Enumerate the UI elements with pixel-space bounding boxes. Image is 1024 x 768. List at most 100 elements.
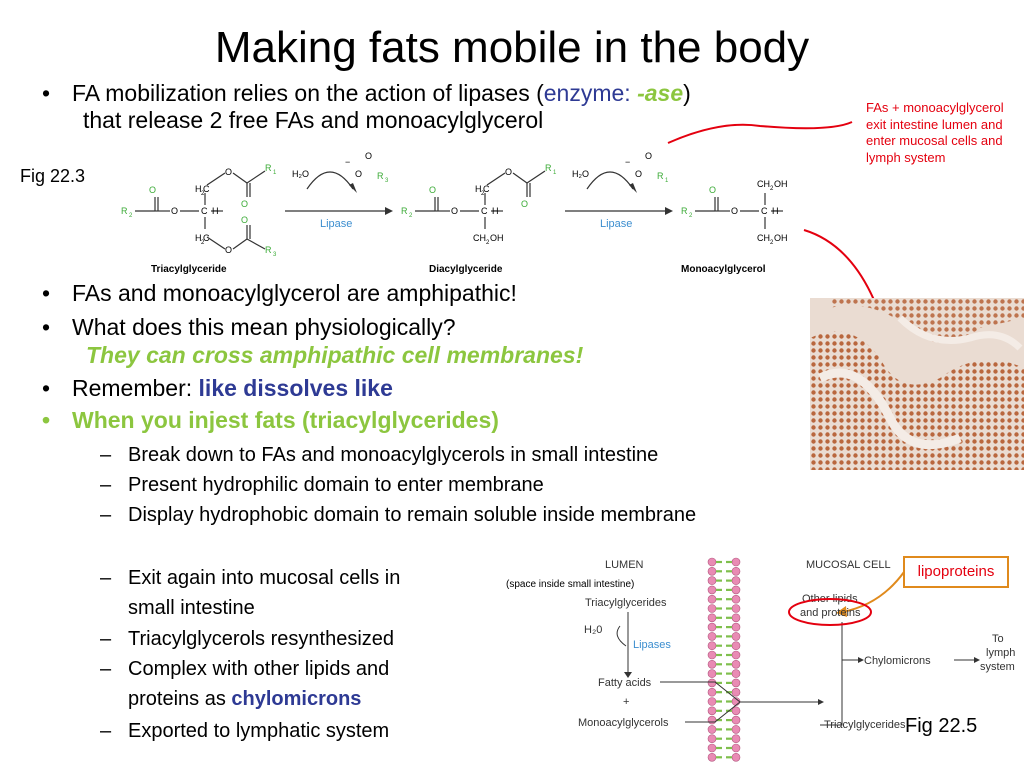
bullet-physiology-answer: They can cross amphipathic cell membrane… bbox=[86, 342, 584, 368]
fig-22-5-label: Fig 22.5 bbox=[905, 715, 978, 737]
sub-bullet-exit: –Exit again into mucosal cells in bbox=[100, 567, 401, 589]
cell-membrane bbox=[707, 557, 741, 762]
svg-text:H: H bbox=[212, 206, 219, 216]
phospholipid-head bbox=[731, 622, 741, 632]
svg-text:Chylomicrons: Chylomicrons bbox=[864, 655, 931, 667]
fig-22-3-label: Fig 22.3 bbox=[20, 166, 86, 186]
svg-text:LUMEN: LUMEN bbox=[605, 559, 644, 571]
bullet-text: FA mobilization relies on the action of … bbox=[72, 80, 544, 106]
phospholipid-head bbox=[731, 594, 741, 604]
svg-text:O: O bbox=[645, 151, 652, 161]
svg-text:H: H bbox=[195, 184, 202, 194]
phospholipid-head bbox=[731, 585, 741, 595]
phospholipid-head bbox=[731, 734, 741, 743]
bullet-fa-mobilization: • FA mobilization relies on the action of… bbox=[42, 80, 691, 107]
phospholipid-head bbox=[731, 557, 741, 567]
phospholipid-head bbox=[707, 622, 717, 632]
sub-bullet-breakdown: –Break down to FAs and monoacylglycerols… bbox=[100, 444, 659, 466]
phospholipid-head bbox=[707, 585, 717, 595]
svg-text:Diacylglyceride: Diacylglyceride bbox=[429, 264, 503, 275]
svg-text:Monoacylglycerols: Monoacylglycerols bbox=[578, 717, 669, 729]
enzyme-label: enzyme: bbox=[543, 80, 638, 106]
lipoproteins-callout: lipoproteins bbox=[903, 556, 1009, 588]
svg-text:OH: OH bbox=[774, 233, 788, 243]
sub-bullet-resynth: –Triacylglycerols resynthesized bbox=[100, 628, 395, 650]
svg-text:H: H bbox=[772, 206, 779, 216]
callout-fas-exit: FAs + monoacylglycerol exit intestine lu… bbox=[866, 100, 1004, 165]
svg-text:C: C bbox=[483, 184, 490, 194]
phospholipid-head bbox=[731, 715, 741, 725]
svg-text:O: O bbox=[451, 206, 458, 216]
phospholipid-head bbox=[731, 660, 741, 669]
bullet-physiology: •What does this mean physiologically? bbox=[42, 314, 456, 340]
svg-text:C: C bbox=[761, 206, 768, 216]
svg-text:MUCOSAL CELL: MUCOSAL CELL bbox=[806, 559, 891, 571]
svg-text:C: C bbox=[481, 206, 488, 216]
bullet-fa-mobilization-line2: that release 2 free FAs and monoacylglyc… bbox=[83, 107, 544, 133]
sub-bullet-hydrophobic: –Display hydrophobic domain to remain so… bbox=[100, 504, 697, 526]
phospholipid-head bbox=[707, 753, 717, 762]
svg-text:CH: CH bbox=[757, 179, 770, 189]
svg-text:H₂O: H₂O bbox=[572, 169, 589, 179]
phospholipid-head bbox=[731, 566, 741, 576]
phospholipid-head bbox=[731, 613, 741, 623]
svg-text:H₂O: H₂O bbox=[292, 169, 309, 179]
phospholipid-head bbox=[731, 576, 741, 585]
phospholipid-head bbox=[707, 687, 717, 697]
phospholipid-head bbox=[707, 594, 717, 604]
bullet-amphipathic: •FAs and monoacylglycerol are amphipathi… bbox=[42, 280, 517, 306]
svg-text:O: O bbox=[149, 185, 156, 195]
phospholipid-head bbox=[707, 669, 717, 678]
ase-label: -ase bbox=[637, 80, 684, 106]
sub-bullet-complex: –Complex with other lipids and bbox=[100, 658, 390, 680]
bullet-injest-fats: •When you injest fats (triacylglycerides… bbox=[42, 407, 499, 433]
sub-bullet-complex-line2: proteins as chylomicrons bbox=[128, 688, 362, 710]
bullet-dot: • bbox=[42, 80, 51, 106]
svg-text:+: + bbox=[623, 696, 629, 708]
svg-text:O: O bbox=[365, 151, 372, 161]
svg-text:2: 2 bbox=[201, 191, 205, 197]
svg-text:Lipase: Lipase bbox=[320, 218, 352, 230]
svg-text:O: O bbox=[241, 215, 248, 225]
svg-text:Triacylglycerides: Triacylglycerides bbox=[824, 719, 906, 731]
svg-text:R: R bbox=[377, 171, 384, 181]
svg-text:1: 1 bbox=[553, 170, 557, 176]
svg-text:O: O bbox=[731, 206, 738, 216]
svg-text:(space inside small intestine): (space inside small intestine) bbox=[506, 579, 634, 590]
phospholipid-head bbox=[731, 725, 741, 734]
svg-text:OH: OH bbox=[490, 233, 504, 243]
phospholipid-head bbox=[731, 641, 741, 650]
phospholipid-head bbox=[707, 743, 717, 753]
svg-text:Triacylglyceride: Triacylglyceride bbox=[151, 264, 227, 275]
svg-text:R: R bbox=[121, 206, 128, 216]
phospholipid-head bbox=[731, 753, 741, 762]
phospholipid-head bbox=[731, 687, 741, 697]
svg-text:2: 2 bbox=[486, 240, 490, 246]
phospholipid-head bbox=[707, 650, 717, 660]
intestine-micrograph bbox=[810, 298, 1024, 470]
svg-text:R: R bbox=[401, 206, 408, 216]
svg-text:R: R bbox=[265, 163, 272, 173]
phospholipid-head bbox=[707, 641, 717, 650]
svg-text:1: 1 bbox=[273, 170, 277, 176]
phospholipid-head bbox=[707, 706, 717, 716]
svg-text:O: O bbox=[225, 167, 232, 177]
svg-text:O: O bbox=[635, 169, 642, 179]
svg-text:O: O bbox=[709, 185, 716, 195]
svg-text:H: H bbox=[195, 233, 202, 243]
svg-text:Lipases: Lipases bbox=[633, 639, 671, 651]
svg-text:Lipase: Lipase bbox=[600, 218, 632, 230]
phospholipid-head bbox=[707, 660, 717, 669]
svg-text:O: O bbox=[429, 185, 436, 195]
svg-text:Monoacylglycerol: Monoacylglycerol bbox=[681, 264, 766, 275]
svg-text:O: O bbox=[241, 199, 248, 209]
svg-text:2: 2 bbox=[129, 213, 133, 219]
svg-text:−: − bbox=[625, 157, 630, 167]
svg-text:H: H bbox=[492, 206, 499, 216]
svg-text:O: O bbox=[521, 199, 528, 209]
bullet-remember: •Remember: like dissolves like bbox=[42, 375, 393, 401]
svg-text:O: O bbox=[355, 169, 362, 179]
svg-text:OH: OH bbox=[774, 179, 788, 189]
phospholipid-head bbox=[707, 557, 717, 567]
